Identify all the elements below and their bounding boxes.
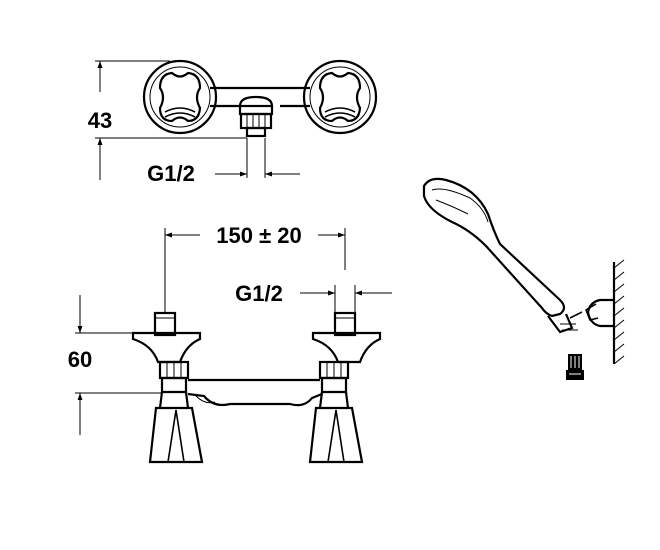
top-height-dimension: 43 [88, 60, 247, 180]
top-left-handle [142, 59, 218, 135]
front-body-bar [187, 378, 323, 407]
top-view: 43 G1/2 [88, 59, 378, 186]
top-right-handle [302, 59, 378, 135]
front-right-valve [308, 311, 382, 464]
hand-shower-view [422, 177, 625, 380]
top-thread-dimension: G1/2 [147, 138, 300, 186]
top-body-bar [210, 86, 310, 138]
front-height-label: 60 [68, 347, 92, 372]
top-height-label: 43 [88, 108, 112, 133]
front-left-valve [131, 311, 204, 464]
front-spacing-dimension: 150 ± 20 [164, 223, 346, 313]
front-view: 60 150 ± 20 G1/2 [68, 223, 392, 464]
front-spacing-label: 150 ± 20 [216, 223, 301, 248]
wall-bracket [585, 298, 614, 328]
wall-hatching [612, 259, 625, 365]
front-height-dimension: 60 [68, 295, 162, 435]
shower-handset [422, 177, 583, 334]
hose-connector [566, 354, 584, 380]
front-thread-dimension: G1/2 [235, 281, 392, 313]
front-thread-label: G1/2 [235, 281, 283, 306]
top-thread-label: G1/2 [147, 161, 195, 186]
